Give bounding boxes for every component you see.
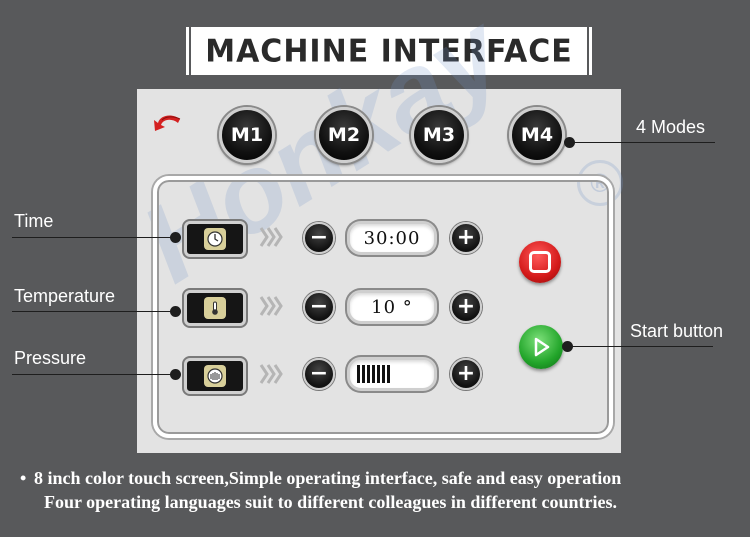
callout-time-line [12, 237, 176, 238]
pressure-bar [356, 365, 360, 383]
callout-start-dot [562, 341, 573, 352]
time-display: 30:00 [347, 221, 437, 255]
description-line-2: Four operating languages suit to differe… [44, 492, 617, 512]
mode-button-m1[interactable]: M1 [219, 107, 275, 163]
chevron-right-icon [259, 364, 283, 384]
callout-pressure-dot [170, 369, 181, 380]
pressure-button[interactable] [184, 358, 246, 394]
callout-temperature: Temperature [14, 286, 116, 306]
pressure-bar [381, 365, 385, 383]
pressure-bar [386, 365, 390, 383]
mode-button-m3[interactable]: M3 [411, 107, 467, 163]
thermometer-icon [204, 297, 226, 319]
callout-time-dot [170, 232, 181, 243]
time-button[interactable] [184, 221, 246, 257]
pressure-gauge-icon [204, 365, 226, 387]
pressure-plus-button[interactable]: + [450, 358, 482, 390]
callout-pressure-line [12, 374, 176, 375]
callout-modes: 4 Modes [636, 117, 706, 137]
description-line-1: • 8 inch color touch screen,Simple operat… [20, 466, 621, 490]
mode-button-m2[interactable]: M2 [316, 107, 372, 163]
title-bar-left [186, 27, 189, 75]
description-line-1-text: 8 inch color touch screen,Simple operati… [34, 468, 622, 488]
clock-icon [204, 228, 226, 250]
temperature-button[interactable] [184, 290, 246, 326]
temperature-minus-button[interactable]: − [303, 291, 335, 323]
chevron-right-icon [259, 227, 283, 247]
callout-modes-line [569, 142, 715, 143]
stop-button[interactable] [519, 241, 561, 283]
bullet: • [20, 468, 27, 488]
pressure-level-display [347, 357, 437, 391]
callout-modes-dot [564, 137, 575, 148]
callout-time: Time [14, 211, 54, 231]
start-button[interactable] [519, 325, 563, 369]
callout-pressure: Pressure [14, 348, 87, 368]
temperature-plus-button[interactable]: + [450, 291, 482, 323]
callout-start: Start button [630, 321, 724, 341]
control-frame [153, 176, 613, 438]
title-banner: MACHINE INTERFACE [186, 27, 592, 75]
pressure-level-bars [356, 365, 390, 383]
pressure-minus-button[interactable]: − [303, 358, 335, 390]
callout-start-line [567, 346, 713, 347]
pressure-bar [371, 365, 375, 383]
callout-temperature-line [12, 311, 176, 312]
pressure-bar [366, 365, 370, 383]
mode-button-m4[interactable]: M4 [509, 107, 565, 163]
feature-description: • 8 inch color touch screen,Simple operat… [20, 466, 621, 514]
temperature-display: 10 ° [347, 290, 437, 324]
page-title: MACHINE INTERFACE [205, 32, 573, 70]
play-icon [534, 337, 550, 357]
stop-icon [529, 251, 551, 273]
callout-temperature-dot [170, 306, 181, 317]
time-minus-button[interactable]: − [303, 222, 335, 254]
pressure-bar [376, 365, 380, 383]
pressure-bar [361, 365, 365, 383]
back-arrow-icon[interactable] [150, 113, 184, 137]
chevron-right-icon [259, 296, 283, 316]
time-plus-button[interactable]: + [450, 222, 482, 254]
title-bar-right [589, 27, 592, 75]
